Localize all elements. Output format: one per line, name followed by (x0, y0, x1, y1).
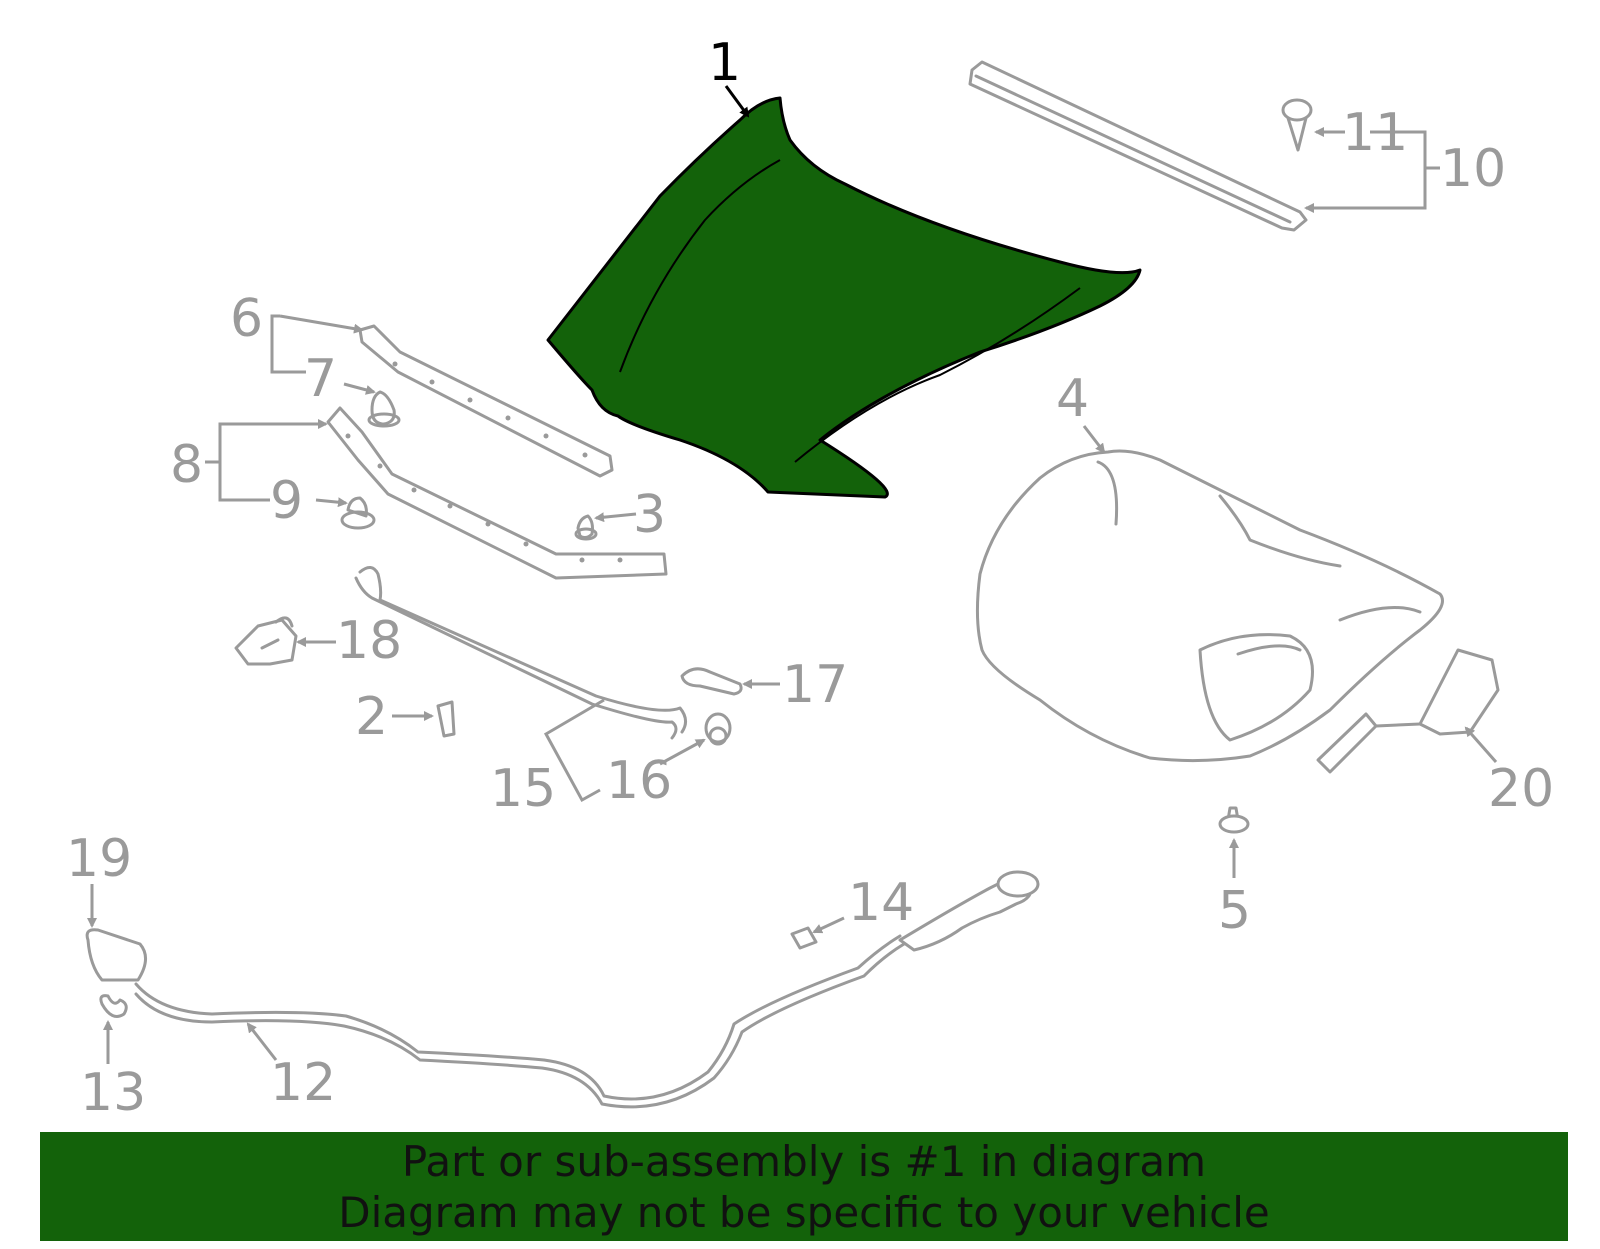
seal-strip-8-holes (345, 433, 623, 563)
release-cable-outer (134, 934, 902, 1101)
hood-shape (546, 96, 1142, 499)
bracket-6 (270, 314, 306, 374)
callout-9: 9 (270, 471, 303, 531)
clip-11-part[interactable] (1281, 98, 1313, 152)
seal-strip-6-shape (358, 324, 614, 478)
latch-part[interactable] (1316, 648, 1500, 774)
holder-17-shape (680, 667, 743, 696)
leader-4 (1082, 425, 1106, 454)
insulator-pad-outline (975, 449, 1444, 763)
leader-14 (812, 916, 845, 934)
seal-strip-8-part[interactable] (326, 406, 668, 580)
callout-11: 11 (1342, 103, 1408, 163)
callout-3: 3 (633, 485, 666, 545)
callout-5: 5 (1218, 881, 1251, 941)
release-cable-part[interactable] (134, 870, 1040, 1109)
callout-15: 15 (490, 759, 556, 819)
clip-13-part[interactable] (99, 994, 128, 1018)
info-banner: Part or sub-assembly is #1 in diagram Di… (40, 1132, 1568, 1241)
fastener-9-part[interactable] (340, 496, 376, 530)
holder-17-part[interactable] (680, 667, 743, 696)
clip-13-shape (99, 994, 128, 1018)
callout-10: 10 (1440, 139, 1506, 199)
latch-bracket (1316, 712, 1378, 774)
callout-7: 7 (304, 349, 337, 409)
release-handle-19-shape (85, 928, 147, 982)
insulator-pad-rib-2 (1218, 494, 1342, 568)
release-handle-19-part[interactable] (85, 928, 147, 982)
fastener-3-part[interactable] (574, 514, 598, 541)
callout-2: 2 (355, 687, 388, 747)
leader-3 (594, 512, 637, 523)
grommet-16-part[interactable] (704, 712, 732, 746)
seal-strip-6-holes (392, 361, 588, 458)
leader-9 (315, 497, 348, 508)
bumper-2-shape (436, 700, 456, 738)
insulator-pad-rib-5 (1338, 606, 1422, 622)
hood-leader (724, 85, 750, 118)
bracket-10 (1310, 130, 1427, 210)
callout-20: 20 (1488, 759, 1554, 819)
fastener-5-base (1218, 814, 1250, 834)
bracket-15 (543, 698, 605, 803)
release-knob (996, 870, 1040, 898)
hood-crease-right (794, 287, 1081, 463)
fastener-3-shape (576, 514, 594, 540)
leader-16 (659, 738, 706, 766)
callout-12: 12 (270, 1053, 336, 1113)
insulator-pad-rib-3 (1198, 633, 1314, 742)
weatherstrip-part[interactable] (968, 60, 1308, 232)
latch-arm (1374, 722, 1422, 728)
fastener-7-part[interactable] (367, 390, 401, 428)
insulator-pad-part[interactable] (975, 449, 1444, 763)
banner-line-disclaimer: Diagram may not be specific to your vehi… (338, 1187, 1270, 1237)
callout-13: 13 (80, 1063, 146, 1123)
clip-14-part[interactable] (790, 926, 818, 950)
leader-6 (279, 314, 364, 334)
weatherstrip-shape (968, 60, 1308, 232)
grommet-16-inner (708, 726, 728, 746)
callout-16: 16 (606, 751, 672, 811)
bumper-18-shape (234, 618, 298, 666)
fastener-9-base (340, 510, 376, 530)
leader-20 (1464, 726, 1498, 763)
callout-1: 1 (708, 33, 741, 93)
clip-11-stem (1286, 116, 1308, 152)
callout-4: 4 (1056, 369, 1089, 429)
clip-11-head (1281, 98, 1313, 122)
banner-line-part-number: Part or sub-assembly is #1 in diagram (401, 1136, 1207, 1186)
weatherstrip-edge (974, 74, 1292, 224)
callout-19: 19 (66, 829, 132, 889)
leader-12 (246, 1022, 278, 1061)
fastener-7-base (367, 412, 401, 428)
release-cable-inner (134, 942, 906, 1109)
seal-strip-6-part[interactable] (358, 324, 614, 478)
fastener-3-base (574, 527, 598, 541)
bumper-18-part[interactable] (234, 616, 298, 666)
leader-7 (343, 382, 376, 395)
prop-rod-outer (358, 566, 687, 734)
hood-part[interactable] (546, 85, 1142, 499)
callout-18: 18 (336, 611, 402, 671)
fastener-7-shape (370, 390, 396, 426)
callout-14: 14 (848, 873, 914, 933)
callout-17: 17 (782, 655, 848, 715)
insulator-pad-rib-4 (1236, 644, 1302, 656)
prop-rod-part[interactable] (354, 566, 687, 740)
seal-strip-8-shape (326, 406, 668, 580)
fastener-5-part[interactable] (1218, 806, 1250, 834)
bumper-2-part[interactable] (436, 700, 456, 738)
latch-body (1418, 648, 1500, 736)
clip-14-shape (790, 926, 818, 950)
hood-crease-left (619, 159, 781, 373)
insulator-pad-rib-1 (1096, 460, 1119, 526)
callout-6: 6 (230, 289, 263, 349)
callout-8: 8 (170, 435, 203, 495)
bumper-18-detail (260, 616, 294, 650)
prop-rod-inner (354, 576, 678, 740)
